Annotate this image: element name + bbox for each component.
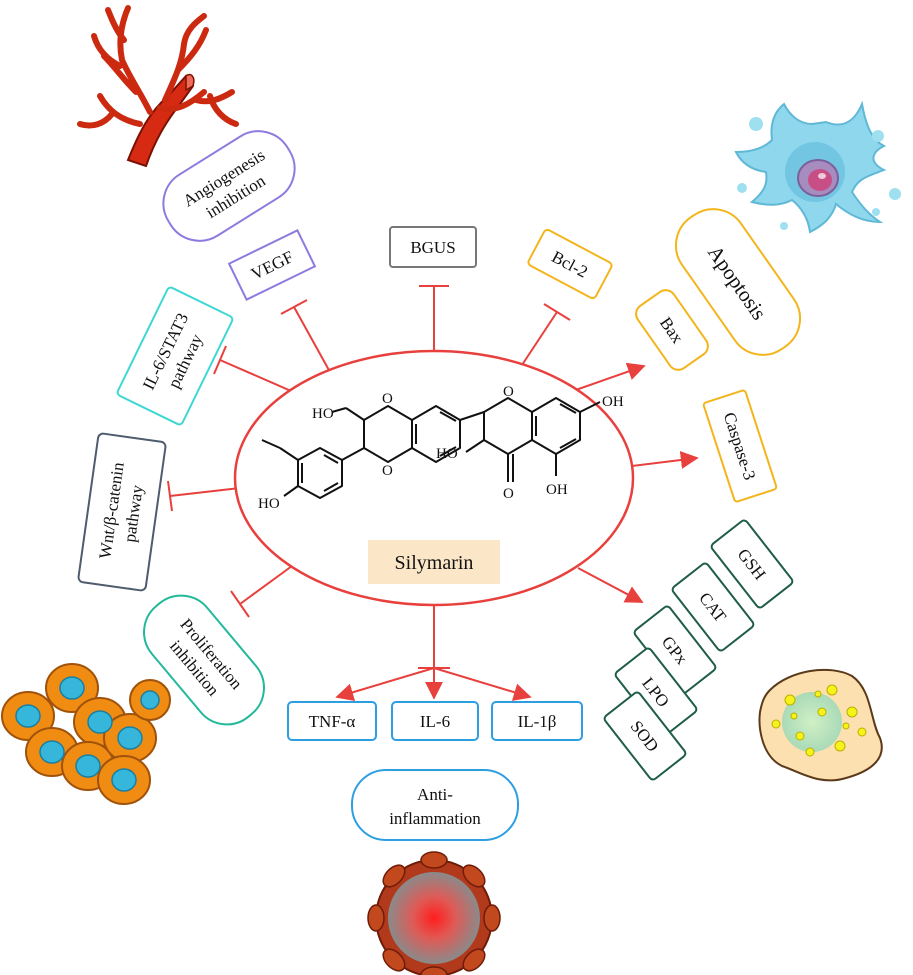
label-tnf-alpha: TNF-α [309,712,356,731]
atom-label: OH [546,482,568,498]
box-bgus: BGUS [389,226,477,268]
label-anti-inflammation-2: inflammation [389,809,481,828]
cytokine-boxes: TNF-α IL-6 IL-1β [287,701,583,741]
activation-arrows [335,362,699,701]
box-apoptosis: Apoptosis [674,208,802,356]
apoptotic-cell-icon [734,100,901,234]
box-angiogenesis: Angiogenesis inhibition [162,130,296,242]
silymarin-structure [261,397,601,499]
inflamed-cell-icon [367,851,501,975]
box-vegf: VEGF [227,229,317,301]
label-anti-inflammation-1: Anti- [417,785,453,804]
box-anti-inflammation: Anti- inflammation [351,769,519,841]
label-bgus: BGUS [410,238,455,257]
box-lpo: LPO [614,647,698,737]
atom-label: O [503,486,514,502]
tumor-cells-icon [1,663,171,805]
box-cat: CAT [671,562,755,652]
label-il6: IL-6 [420,712,450,731]
antioxidant-stack: GSH CAT GPx LPO SOD [603,519,794,781]
connector-lines [167,285,571,669]
box-sod: SOD [603,691,687,781]
atom-label: HO [312,406,334,422]
center-label: Silymarin [395,552,474,574]
box-caspase3: Caspase-3 [702,389,778,503]
center-label-bg [368,540,500,584]
atom-label: OH [602,394,624,410]
box-gsh: GSH [710,519,794,609]
box-bcl2: Bcl-2 [527,228,613,300]
atom-label: HO [258,496,280,512]
atom-label: O [382,391,393,407]
label-il1-beta: IL-1β [518,712,557,731]
silymarin-atoms: HO O O O OH HO HO O OH [258,384,624,512]
box-wnt: Wnt/β-catenin pathway [77,432,167,592]
box-bax: Bax [635,289,709,371]
atom-label: HO [436,446,458,462]
atom-label: O [382,463,393,479]
blood-vessel-icon [77,5,239,168]
center-ellipse [233,349,635,607]
lipid-droplet-cell-icon [758,668,883,782]
atom-label: O [503,384,514,400]
box-il6-stat3: IL-6/STAT3 pathway [116,286,234,426]
